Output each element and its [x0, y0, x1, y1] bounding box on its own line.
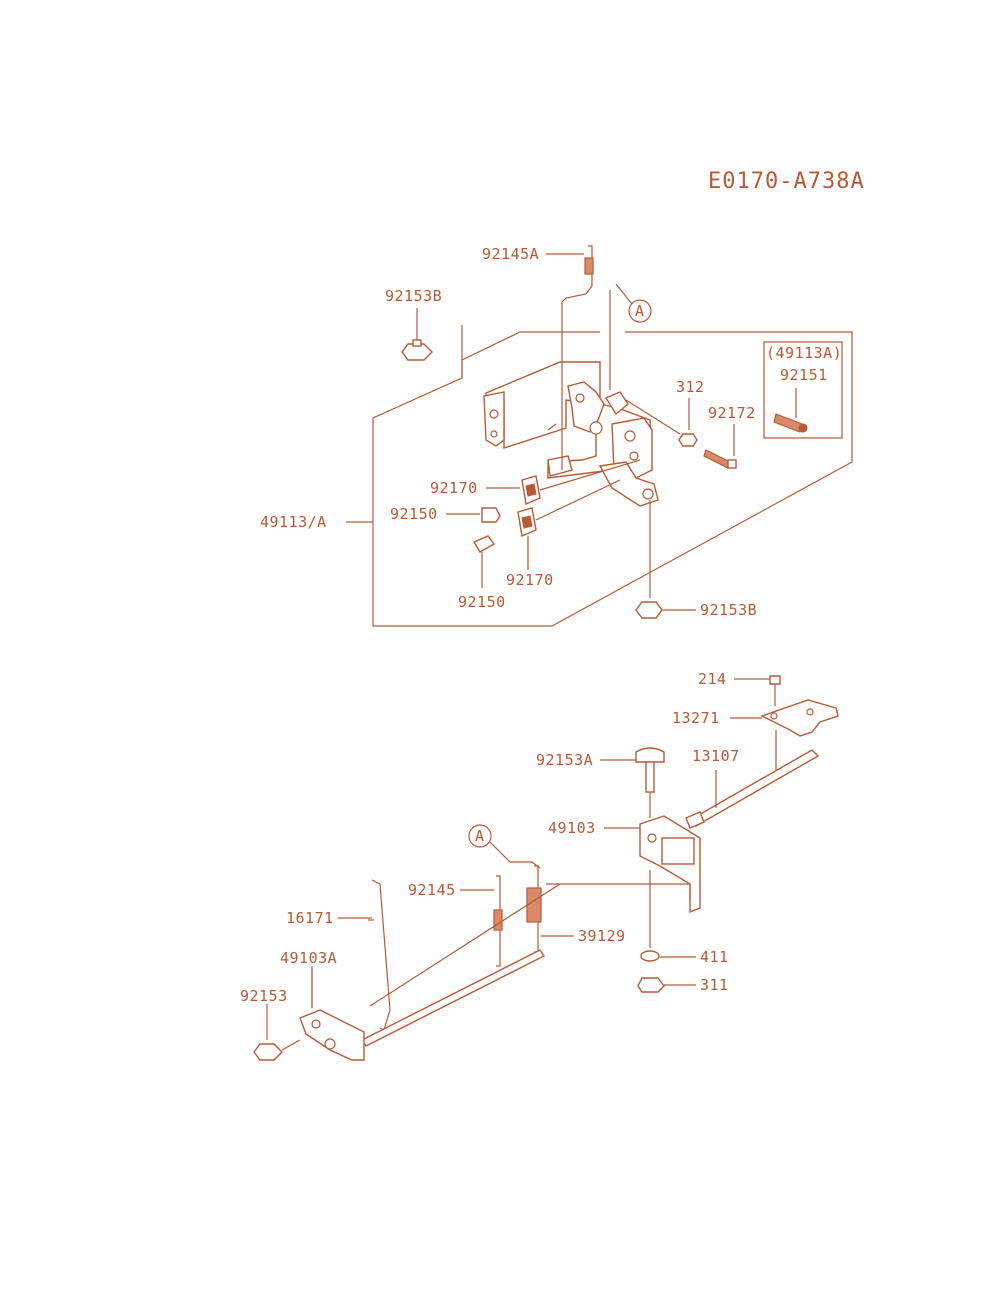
label-92153: 92153: [240, 987, 288, 1005]
lever-49103: [604, 815, 701, 948]
ref-a-lower-label: A: [475, 827, 485, 845]
label-49103A: 49103A: [280, 949, 337, 967]
label-49113-A: 49113/A: [260, 513, 327, 531]
lower-guide-lines: [369, 883, 691, 1007]
bolt-92153B-top: [401, 308, 433, 361]
label-13107: 13107: [692, 747, 740, 765]
ref-a-upper-label: A: [635, 302, 645, 320]
spring-39129: [526, 865, 574, 953]
leaders-upper: [346, 253, 584, 523]
ref-circle-a-lower: A: [468, 824, 541, 869]
label-49113A-paren: (49113A): [766, 344, 842, 362]
label-49103: 49103: [548, 819, 596, 837]
spring-92145A: [561, 245, 611, 470]
label-39129: 39129: [578, 927, 626, 945]
label-312: 312: [676, 378, 705, 396]
label-92153B-top: 92153B: [385, 287, 442, 305]
label-92153B-bottom: 92153B: [700, 601, 757, 619]
label-92172: 92172: [708, 404, 756, 422]
label-92145: 92145: [408, 881, 456, 899]
label-92145A: 92145A: [482, 245, 539, 263]
nut-311: [637, 977, 696, 993]
bolt-92172: [703, 424, 737, 469]
label-92151: 92151: [780, 366, 828, 384]
plate-13271: [730, 699, 839, 772]
bracket-group-outline: [372, 325, 853, 627]
clip-92170-b: [517, 479, 621, 570]
screw-214: [734, 675, 781, 706]
shaft-13107: [685, 749, 820, 829]
inset-box-92151: [763, 341, 843, 439]
ref-circle-a-upper: A: [615, 283, 652, 323]
label-311: 311: [700, 976, 729, 994]
spring-92145: [460, 875, 503, 967]
bolt-92153B-bottom: [635, 500, 696, 619]
label-92170-a: 92170: [430, 479, 478, 497]
label-16171: 16171: [286, 909, 334, 927]
control-bracket: [483, 361, 659, 507]
bolt-92153A: [600, 747, 665, 818]
nut-312: [625, 398, 698, 447]
washer-411: [640, 950, 696, 962]
bolt-92153: [253, 1004, 301, 1061]
lever-49103A: [299, 966, 365, 1061]
label-92150-b: 92150: [458, 593, 506, 611]
label-214: 214: [698, 670, 727, 688]
screw-92150-a: [446, 507, 501, 523]
diagram-id: E0170-A738A: [708, 169, 865, 194]
label-92153A: 92153A: [536, 751, 593, 769]
rod-16171: [368, 879, 391, 1031]
clip-92170-a: [486, 459, 641, 505]
label-411: 411: [700, 948, 729, 966]
screw-92150-b: [472, 535, 496, 588]
label-92150-a: 92150: [390, 505, 438, 523]
label-92170-b: 92170: [506, 571, 554, 589]
label-13271: 13271: [672, 709, 720, 727]
